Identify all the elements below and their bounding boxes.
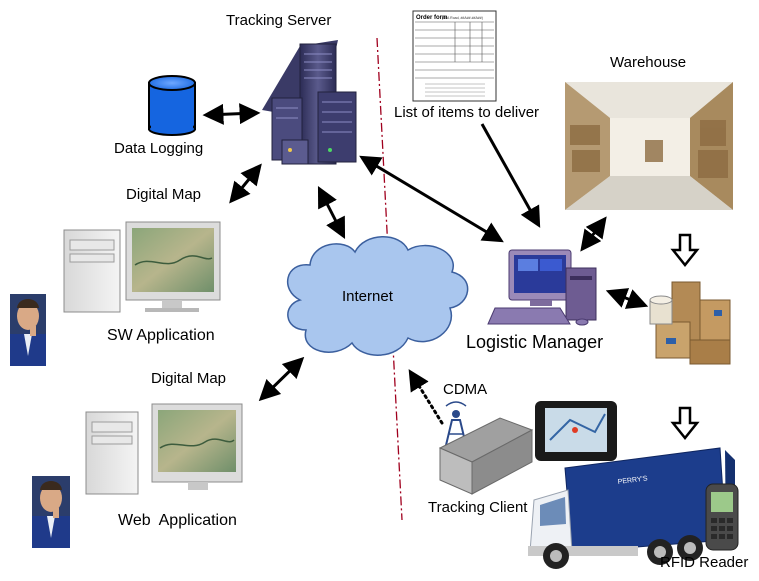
tracking-server-icon	[262, 40, 357, 165]
arrow-server-datalog	[202, 103, 261, 125]
svg-text:PERRY'S: PERRY'S	[617, 475, 648, 486]
delivery-truck-photo: PERRY'S	[528, 447, 735, 569]
label-cdma: CDMA	[443, 381, 488, 398]
tracking-client-device-icon	[438, 417, 534, 495]
arrow-server-logistic	[359, 155, 504, 243]
label-digital-map-top: Digital Map	[126, 186, 202, 203]
internet-cloud	[286, 236, 469, 356]
warehouse-photo	[565, 82, 733, 210]
label-sw-application: SW Application	[107, 327, 215, 344]
label-data-logging: Data Logging	[114, 140, 204, 157]
arrow-list-logistic	[480, 123, 541, 228]
sw-application-workstation	[63, 221, 221, 313]
arrow-logistic-boxes	[605, 288, 649, 309]
user-person-photo-1	[10, 294, 46, 366]
package-boxes-photo	[649, 281, 731, 365]
label-logistic-manager: Logistic Manager	[466, 332, 604, 352]
gps-navigator-device-icon	[535, 401, 617, 461]
label-internet: Internet	[342, 288, 393, 305]
order-form-title: Order form	[416, 15, 447, 21]
label-tracking-client: Tracking Client	[428, 499, 528, 516]
order-form-document: Order form (##A Road, ##A##.##A##)	[412, 10, 497, 102]
label-digital-map-bottom: Digital Map	[151, 370, 227, 387]
rfid-reader-device-icon	[705, 483, 739, 551]
label-tracking-server: Tracking Server	[226, 12, 332, 29]
database-drum-icon	[148, 75, 196, 136]
hollow-down-arrow-icon	[670, 233, 700, 268]
label-web-application: Web Application	[118, 512, 237, 529]
arrow-server-digitalmap	[229, 163, 262, 204]
label-warehouse: Warehouse	[610, 54, 687, 71]
label-rfid-reader: RFID Reader	[660, 554, 749, 571]
web-application-workstation	[85, 403, 243, 495]
arrow-internet-webapp	[258, 356, 305, 402]
order-form-subtitle: (##A Road, ##A##.##A##)	[442, 16, 483, 20]
arrow-server-internet	[317, 185, 346, 240]
logistic-manager-computer-icon	[487, 249, 597, 326]
user-person-photo-2	[32, 476, 70, 548]
arrow-logistic-warehouse	[580, 216, 607, 252]
hollow-down-arrow-icon	[670, 406, 700, 441]
wireless-dotted-link	[408, 369, 444, 425]
label-list-of-items: List of items to deliver	[394, 104, 540, 121]
